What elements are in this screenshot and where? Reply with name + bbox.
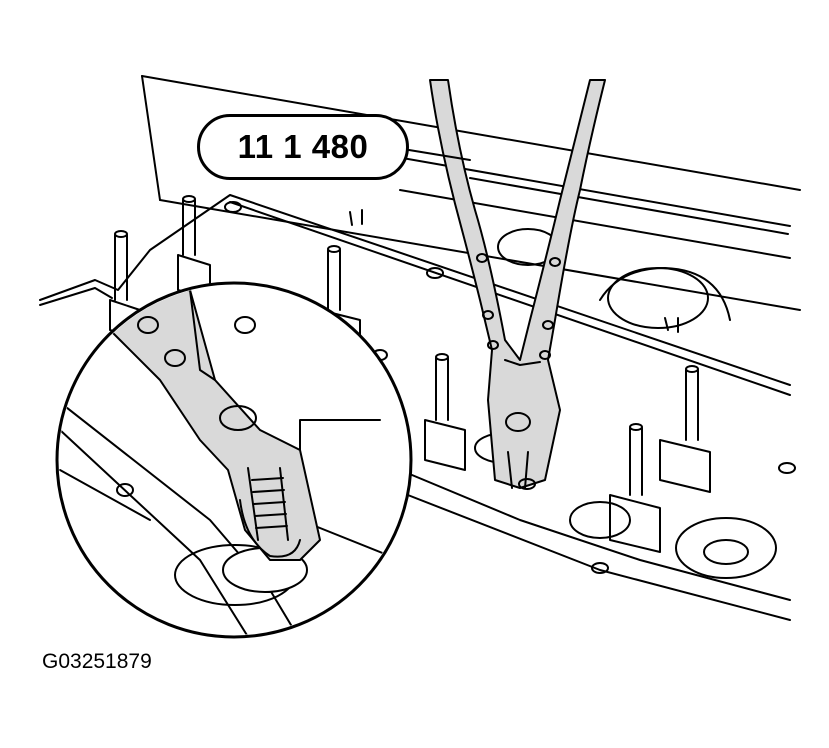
circlip-pliers bbox=[429, 79, 606, 490]
cylinder-head-body bbox=[39, 75, 801, 621]
stud-bolts bbox=[109, 195, 711, 553]
detail-magnifier bbox=[55, 281, 413, 639]
tool-number-label: 11 1 480 bbox=[197, 114, 409, 180]
figure-id: G03251879 bbox=[42, 650, 152, 673]
leader-line bbox=[408, 149, 471, 161]
